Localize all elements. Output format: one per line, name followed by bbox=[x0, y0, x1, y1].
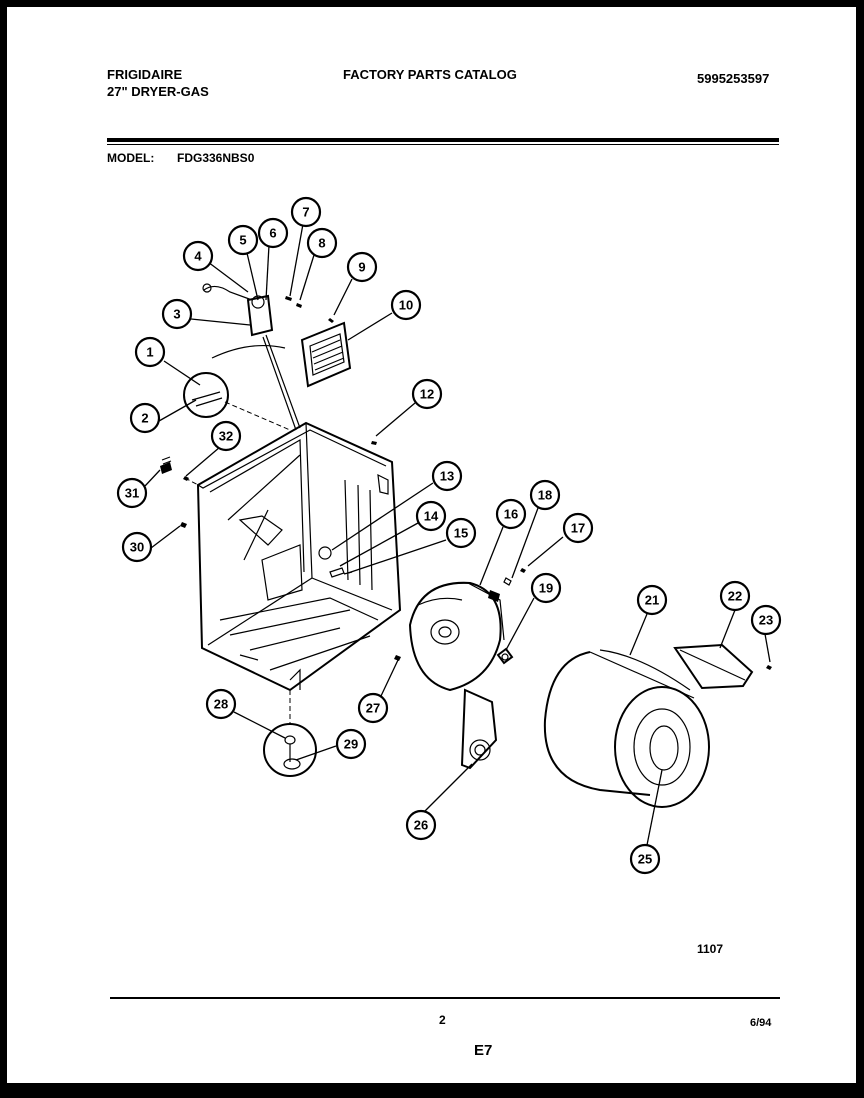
catalog-number: 5995253597 bbox=[697, 71, 770, 86]
callout-17: 17 bbox=[562, 512, 594, 544]
left-small-parts bbox=[160, 441, 377, 528]
callout-3: 3 bbox=[161, 298, 193, 330]
callout-16: 16 bbox=[495, 498, 527, 530]
catalog-title: FACTORY PARTS CATALOG bbox=[343, 67, 517, 82]
callout-label: 25 bbox=[638, 852, 652, 867]
section-code: E7 bbox=[474, 1042, 493, 1059]
callout-9: 9 bbox=[346, 251, 378, 283]
callout-7: 7 bbox=[290, 196, 322, 228]
product-name: 27" DRYER-GAS bbox=[107, 84, 209, 99]
callout-14: 14 bbox=[415, 500, 447, 532]
callout-label: 6 bbox=[269, 226, 276, 241]
footer-rule bbox=[110, 997, 780, 999]
duct-bracket bbox=[460, 688, 498, 770]
model-number: FDG336NBS0 bbox=[177, 151, 255, 165]
callout-32: 32 bbox=[210, 420, 242, 452]
callout-label: 27 bbox=[366, 701, 380, 716]
figure-code: 1107 bbox=[697, 942, 724, 956]
callout-label: 31 bbox=[125, 486, 139, 501]
callout-23: 23 bbox=[750, 604, 782, 636]
callout-label: 15 bbox=[454, 526, 468, 541]
header-rule-thin bbox=[107, 144, 779, 145]
callout-label: 23 bbox=[759, 613, 773, 628]
callout-19: 19 bbox=[530, 572, 562, 604]
callout-label: 14 bbox=[424, 509, 439, 524]
callout-label: 26 bbox=[414, 818, 428, 833]
drum-baffle bbox=[673, 643, 772, 690]
callout-2: 2 bbox=[129, 402, 161, 434]
callout-label: 29 bbox=[344, 737, 358, 752]
callout-29: 29 bbox=[335, 728, 367, 760]
leveling-leg bbox=[263, 690, 317, 777]
callout-10: 10 bbox=[390, 289, 422, 321]
callout-5: 5 bbox=[227, 224, 259, 256]
brand-name: FRIGIDAIRE bbox=[107, 67, 183, 82]
header-rule-thick bbox=[107, 138, 779, 142]
drum bbox=[543, 649, 710, 808]
page-number: 2 bbox=[439, 1013, 446, 1027]
callout-label: 4 bbox=[194, 249, 202, 264]
leader-lines bbox=[144, 223, 771, 846]
callout-label: 30 bbox=[130, 540, 144, 555]
callout-label: 21 bbox=[645, 593, 659, 608]
callout-8: 8 bbox=[306, 227, 338, 259]
callout-28: 28 bbox=[205, 688, 237, 720]
callout-12: 12 bbox=[411, 378, 443, 410]
callout-label: 5 bbox=[239, 233, 246, 248]
callout-label: 17 bbox=[571, 521, 585, 536]
callout-30: 30 bbox=[121, 531, 153, 563]
callout-18: 18 bbox=[529, 479, 561, 511]
drum-front-panel bbox=[394, 568, 526, 692]
callout-21: 21 bbox=[636, 584, 668, 616]
callout-13: 13 bbox=[431, 460, 463, 492]
callout-label: 2 bbox=[141, 411, 148, 426]
callout-22: 22 bbox=[719, 580, 751, 612]
callout-label: 13 bbox=[440, 469, 454, 484]
model-label: MODEL: bbox=[107, 151, 155, 165]
callout-4: 4 bbox=[182, 240, 214, 272]
callout-31: 31 bbox=[116, 477, 148, 509]
callout-1: 1 bbox=[134, 336, 166, 368]
callout-label: 1 bbox=[146, 345, 153, 360]
callout-label: 10 bbox=[399, 298, 413, 313]
callout-27: 27 bbox=[357, 692, 389, 724]
callout-26: 26 bbox=[405, 809, 437, 841]
callout-label: 22 bbox=[728, 589, 742, 604]
callout-label: 16 bbox=[504, 507, 518, 522]
callout-label: 12 bbox=[420, 387, 434, 402]
callout-label: 9 bbox=[358, 260, 365, 275]
burner-cover bbox=[183, 372, 291, 431]
callout-label: 3 bbox=[173, 307, 180, 322]
date-code: 6/94 bbox=[750, 1017, 772, 1029]
callout-label: 19 bbox=[539, 581, 553, 596]
callout-6: 6 bbox=[257, 217, 289, 249]
cabinet-frame: 1 2 3 4 5 6 7 8 9 10 12 13 14 15 16 17 1… bbox=[116, 196, 782, 875]
top-hose-assembly: 1 2 3 4 5 6 7 8 9 10 12 13 14 15 16 17 1… bbox=[116, 196, 782, 875]
callout-label: 8 bbox=[318, 236, 325, 251]
callout-label: 32 bbox=[219, 429, 233, 444]
callout-25: 25 bbox=[629, 843, 661, 875]
callout-label: 28 bbox=[214, 697, 228, 712]
callout-label: 7 bbox=[302, 205, 309, 220]
callout-label: 18 bbox=[538, 488, 552, 503]
callout-15: 15 bbox=[445, 517, 477, 549]
